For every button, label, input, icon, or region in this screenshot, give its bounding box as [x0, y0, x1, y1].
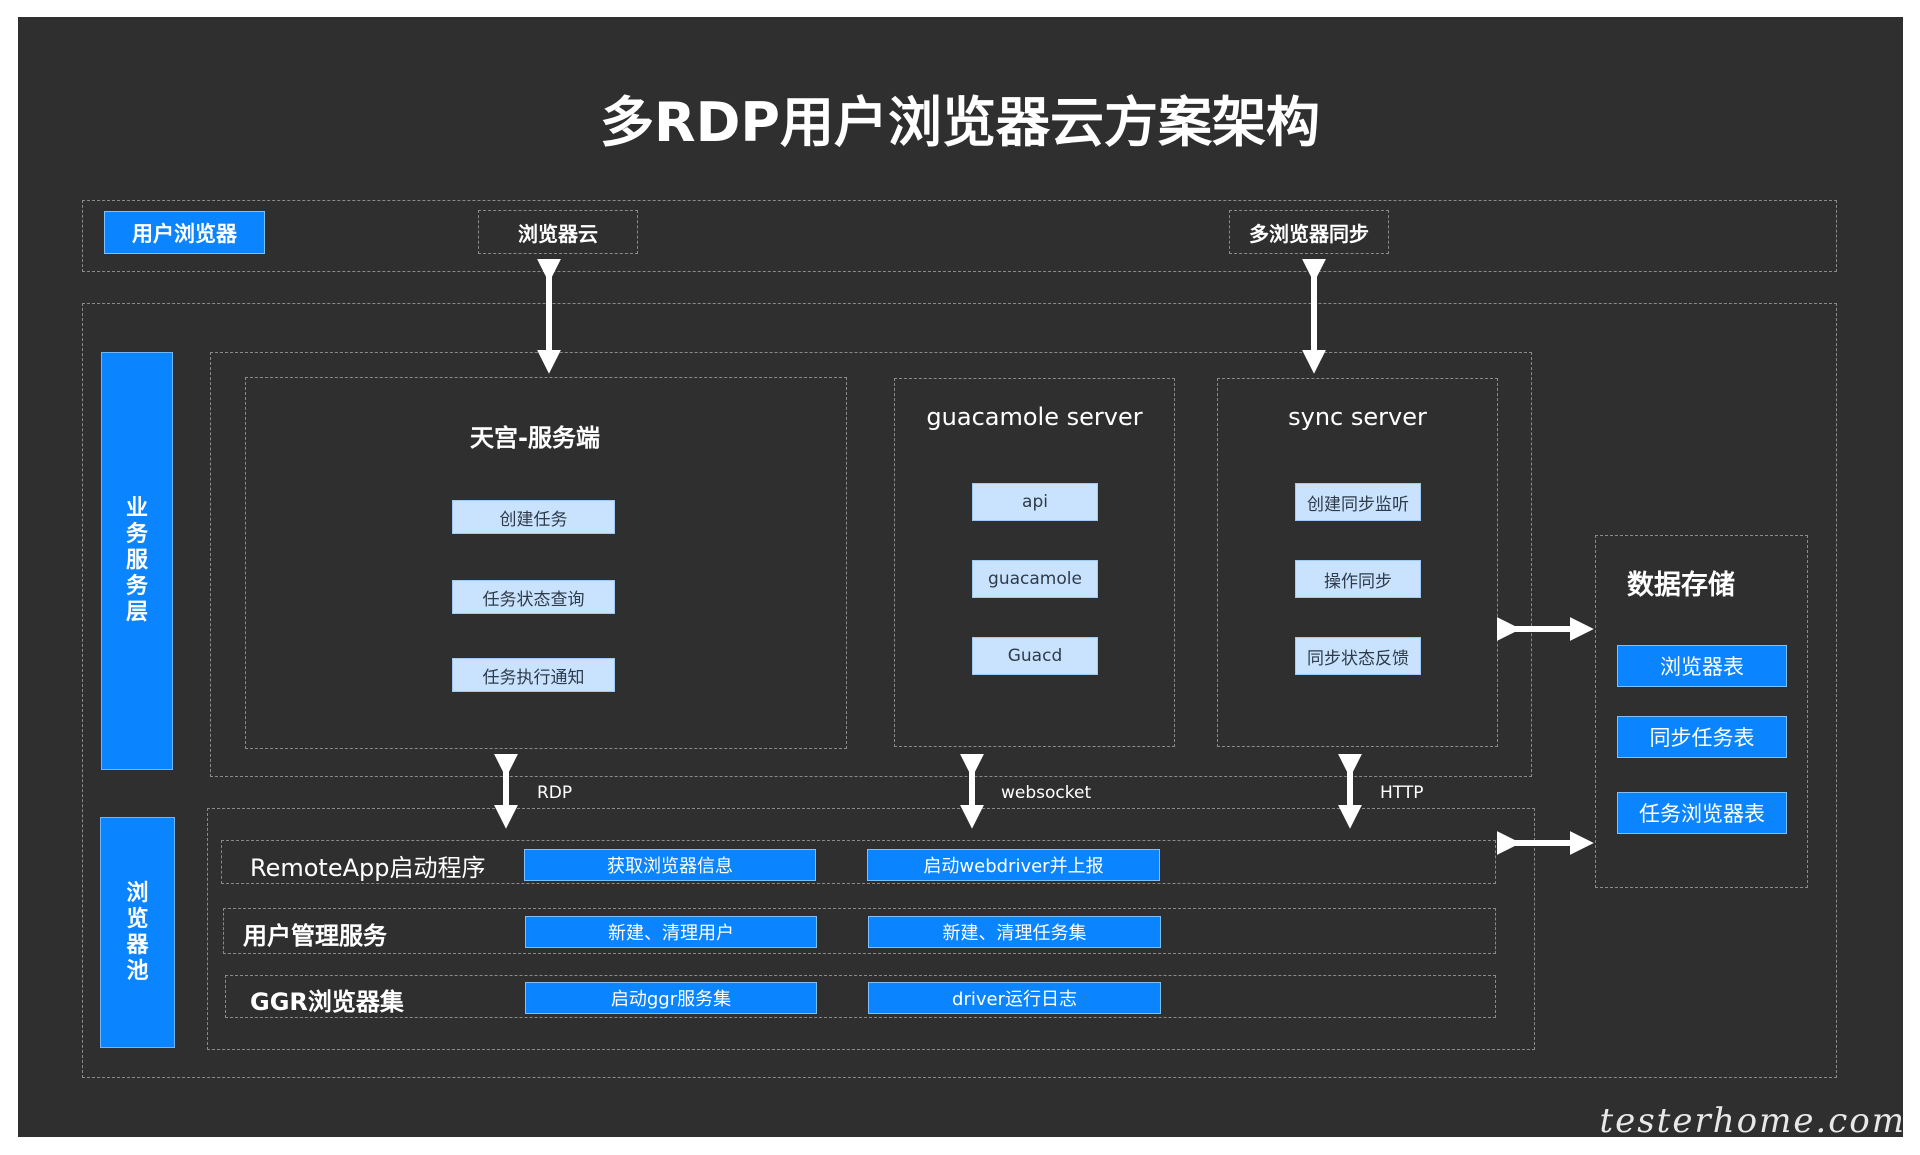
browser-pool-label: 浏 览 器 池 [100, 817, 175, 1048]
business-service-layer-label: 业 务 服 务 层 [101, 352, 173, 770]
multi-browser-sync-box: 多浏览器同步 [1229, 210, 1389, 254]
business-layer-char: 务 [125, 574, 148, 599]
pool-row-frame [223, 908, 1496, 954]
browser-table-box: 浏览器表 [1617, 645, 1787, 687]
main-frame [82, 303, 1837, 1078]
pool-row-label: RemoteApp启动程序 [250, 854, 486, 882]
data-storage-frame [1595, 535, 1808, 888]
http-label: HTTP [1380, 783, 1424, 803]
browser-pool-char: 池 [126, 958, 149, 984]
pool-row-action-b: 新建、清理任务集 [868, 916, 1161, 948]
api-box: api [972, 483, 1098, 521]
pool-row-frame [225, 975, 1496, 1018]
tiangong-title: 天宫-服务端 [470, 424, 600, 452]
tiangong-server-frame [245, 377, 847, 749]
pool-row-label: 用户管理服务 [243, 922, 387, 950]
pool-row-label: GGR浏览器集 [250, 988, 404, 1016]
create-task-box: 创建任务 [452, 500, 615, 534]
browser-pool-char: 器 [126, 932, 149, 958]
business-layer-char: 务 [125, 522, 148, 547]
browser-pool-char: 浏 [126, 880, 149, 906]
browser-pool-char: 览 [126, 906, 149, 932]
sync-status-feedback-box: 同步状态反馈 [1295, 637, 1421, 675]
guacamole-box: guacamole [972, 560, 1098, 598]
browser-pool-frame [207, 808, 1535, 1050]
browser-cloud-box: 浏览器云 [478, 210, 638, 254]
websocket-label: websocket [1001, 783, 1092, 803]
guacamole-title: guacamole server [926, 403, 1143, 431]
rdp-label: RDP [537, 783, 573, 803]
user-browser-box: 用户浏览器 [104, 211, 265, 254]
testerhome-watermark: testerhome.com [1599, 1101, 1906, 1141]
guacamole-server-frame [894, 378, 1175, 747]
data-storage-title: 数据存储 [1627, 570, 1735, 601]
pool-row-action-a: 新建、清理用户 [525, 916, 817, 948]
diagram-canvas [18, 17, 1903, 1137]
task-exec-notify-box: 任务执行通知 [452, 658, 615, 692]
pool-row-frame [221, 840, 1496, 884]
pool-row-action-b: 启动webdriver并上报 [867, 849, 1160, 881]
pool-row-action-a: 获取浏览器信息 [524, 849, 816, 881]
create-sync-listener-box: 创建同步监听 [1295, 483, 1421, 521]
pool-row-action-b: driver运行日志 [868, 982, 1161, 1014]
task-browser-table-box: 任务浏览器表 [1617, 792, 1787, 834]
business-layer-char: 层 [125, 600, 148, 625]
task-status-query-box: 任务状态查询 [452, 580, 615, 614]
pool-row-action-a: 启动ggr服务集 [525, 982, 817, 1014]
business-layer-char: 业 [125, 496, 148, 521]
diagram-title: 多RDP用户浏览器云方案架构 [600, 91, 1320, 154]
business-layer-char: 服 [125, 548, 148, 573]
sync-task-table-box: 同步任务表 [1617, 716, 1787, 758]
top-row-frame [82, 200, 1837, 272]
guacd-box: Guacd [972, 637, 1098, 675]
sync-title: sync server [1288, 403, 1427, 431]
operation-sync-box: 操作同步 [1295, 560, 1421, 598]
business-service-frame [210, 352, 1532, 777]
sync-server-frame [1217, 378, 1498, 747]
